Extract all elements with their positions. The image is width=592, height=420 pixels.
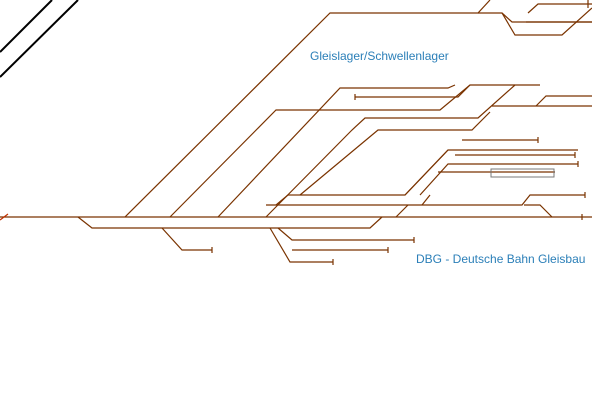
building-outline xyxy=(490,168,555,178)
label-dbg[interactable]: DBG - Deutsche Bahn Gleisbau xyxy=(416,252,585,266)
buffer-stops xyxy=(211,94,586,265)
mainline-double-track xyxy=(0,0,79,78)
label-gleislager[interactable]: Gleislager/Schwellenlager xyxy=(310,49,449,63)
yard-tracks xyxy=(0,0,592,263)
